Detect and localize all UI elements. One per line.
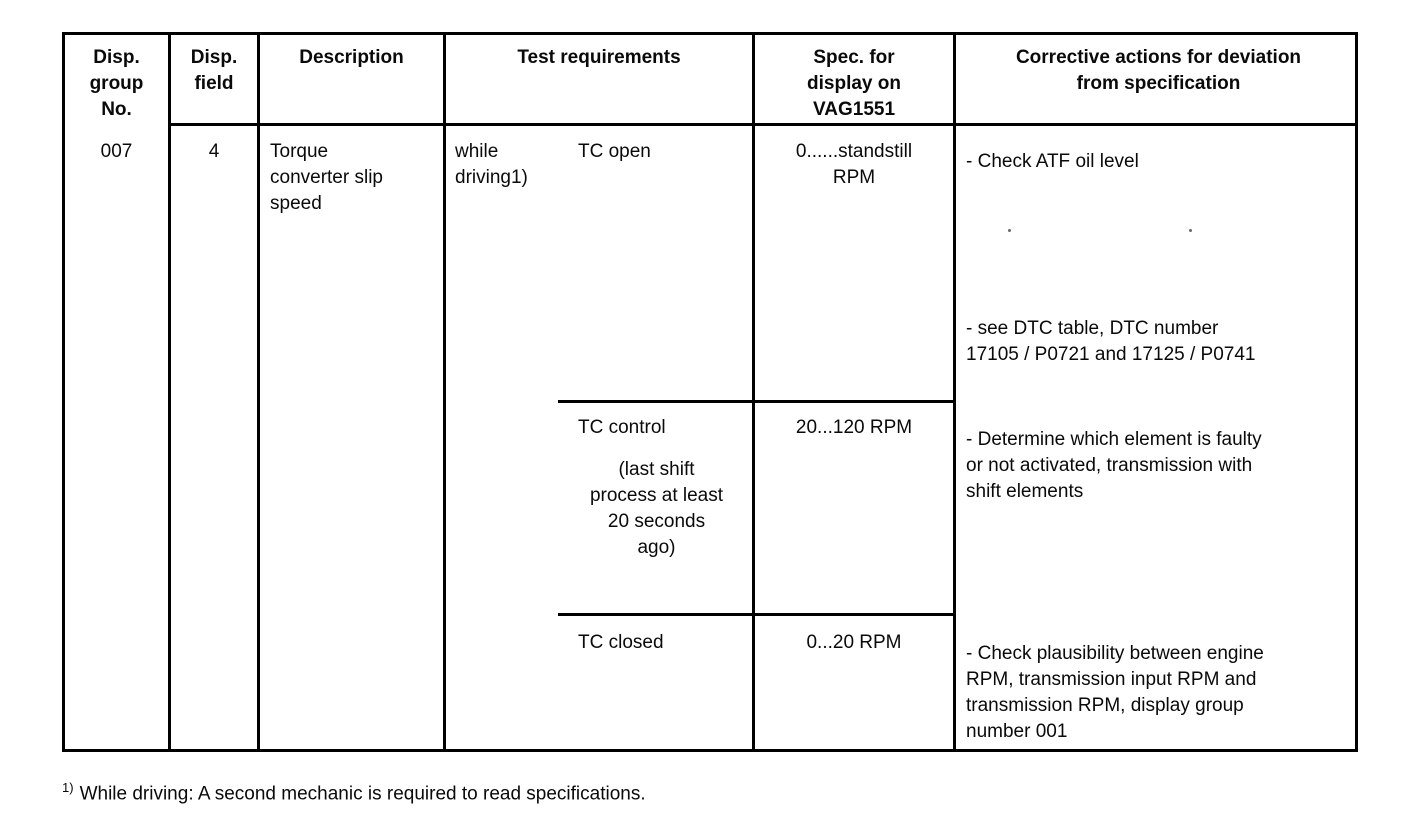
subrow-divider-1: [558, 400, 956, 403]
header-disp-group-no: Disp. group No.: [89, 47, 144, 120]
subrow-divider-2: [558, 613, 956, 616]
column-divider-4: [752, 35, 755, 749]
header-test-requirements: Test requirements: [517, 47, 681, 68]
header-description: Description: [299, 47, 404, 68]
footnote-marker: 1): [62, 780, 74, 795]
header-spec-vag1551: Spec. for display on VAG1551: [807, 47, 901, 120]
cell-disp-field: 4: [208, 141, 220, 162]
cell-corrective-action-2: - see DTC table, DTC number 17105 / P072…: [966, 318, 1256, 365]
scan-artifact-dot: [1008, 229, 1011, 232]
cell-test-tc-open: TC open: [578, 141, 651, 162]
header-disp-field: Disp. field: [190, 47, 238, 94]
header-corrective-actions: Corrective actions for deviation from sp…: [1015, 47, 1302, 94]
cell-corrective-action-4: - Check plausibility between engine RPM,…: [966, 643, 1264, 742]
cell-test-tc-control-note: (last shift process at least 20 seconds …: [589, 459, 724, 558]
cell-test-tc-control: TC control: [578, 417, 666, 438]
scan-artifact-dot: [1189, 229, 1192, 232]
cell-test-tc-closed: TC closed: [578, 632, 664, 653]
cell-spec-tc-control: 20...120 RPM: [795, 417, 913, 438]
column-divider-1: [168, 35, 171, 749]
cell-corrective-action-1: - Check ATF oil level: [966, 151, 1139, 172]
footnote: 1) While driving: A second mechanic is re…: [62, 775, 646, 807]
spec-table: Disp. group No. Disp. field Description …: [62, 32, 1358, 752]
column-divider-2: [257, 35, 260, 749]
column-divider-5: [953, 35, 956, 749]
cell-spec-tc-closed: 0...20 RPM: [806, 632, 902, 653]
column-divider-3: [443, 35, 446, 749]
cell-spec-tc-open: 0......standstill RPM: [795, 141, 913, 188]
cell-disp-group-no: 007: [100, 141, 133, 162]
cell-description: Torque converter slip speed: [270, 141, 383, 214]
cell-corrective-action-3: - Determine which element is faulty or n…: [966, 429, 1262, 502]
header-divider: [168, 123, 1355, 126]
footnote-text: While driving: A second mechanic is requ…: [79, 783, 646, 805]
cell-test-condition: while driving1): [455, 141, 528, 188]
